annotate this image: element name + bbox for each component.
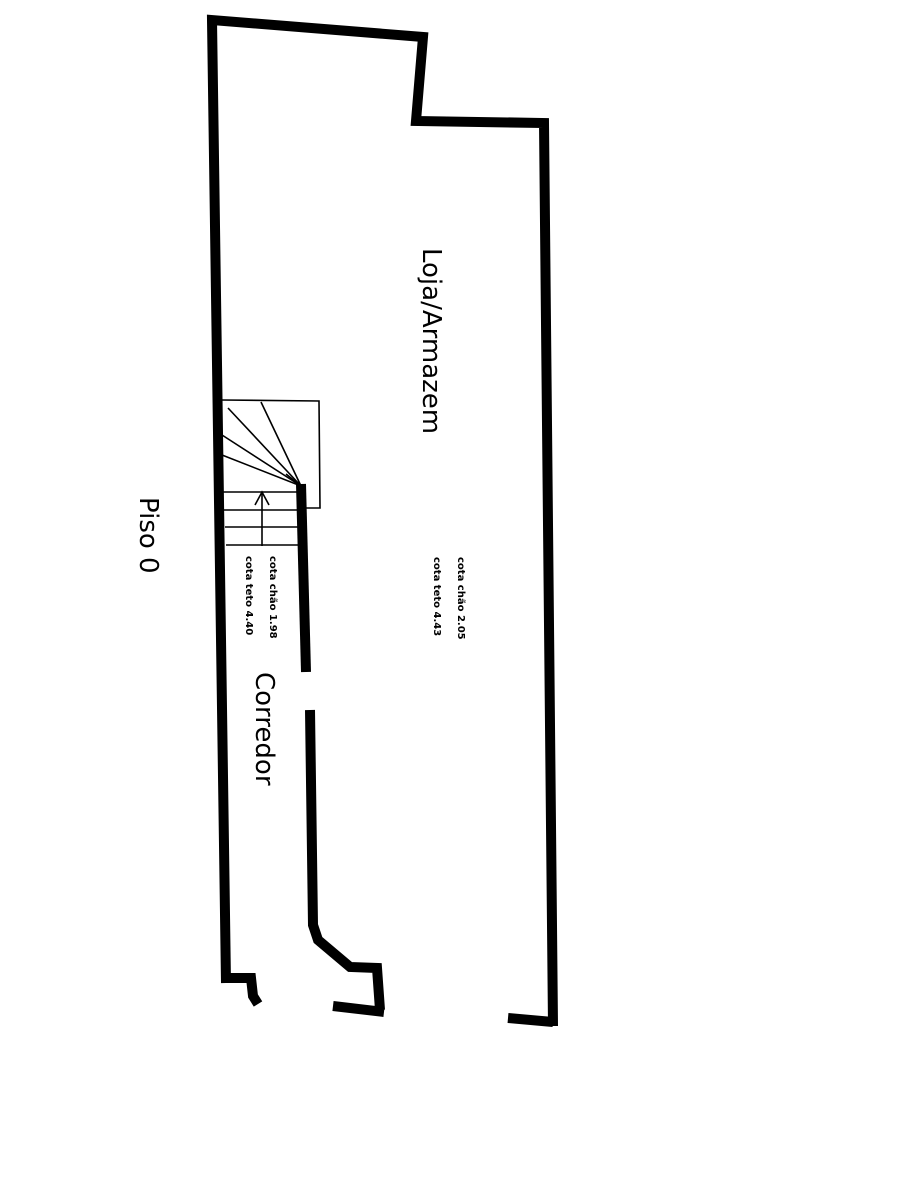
front-wall-right-stub: [507, 1013, 554, 1027]
entrance-right-niche: [305, 709, 385, 1017]
entrance-left-jamb: [226, 973, 263, 1007]
staircase: [221, 399, 321, 546]
outer-wall: [206, 14, 558, 1027]
store-ceiling-level: cota teto 4.43: [431, 557, 442, 636]
store-room-name: Loja/Armazem: [416, 248, 446, 434]
stair-direction-arrow: [254, 490, 270, 546]
store-floor-level: cota chão 2.05: [455, 557, 466, 640]
corridor-ceiling-level: cota teto 4.40: [243, 556, 254, 635]
floor-label: Piso 0: [133, 497, 163, 574]
corridor-partition-wall: [296, 483, 311, 673]
corridor-floor-level: cota chão 1.98: [267, 556, 278, 639]
corridor-room-name: Corredor: [249, 672, 279, 786]
